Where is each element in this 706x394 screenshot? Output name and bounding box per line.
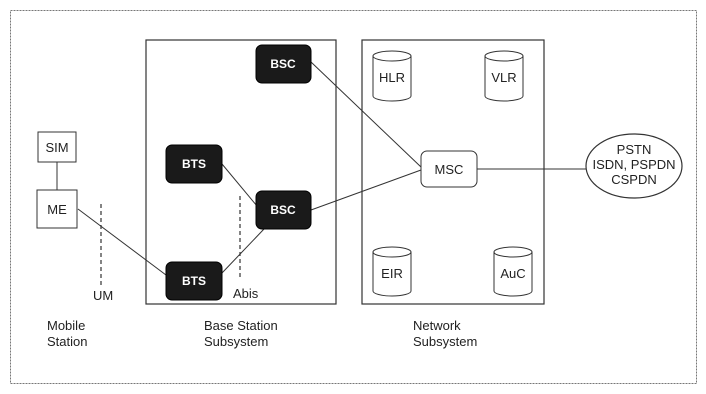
connections bbox=[77, 61, 586, 276]
bsc-lower-label: BSC bbox=[270, 203, 296, 217]
bss-caption-line-2: Subsystem bbox=[204, 334, 268, 349]
link-bsc-msc-upper bbox=[310, 61, 422, 168]
um-label: UM bbox=[93, 288, 113, 303]
link-me-bts bbox=[77, 208, 167, 276]
external-line-3: CSPDN bbox=[611, 172, 657, 187]
sim-box bbox=[37, 131, 77, 163]
vlr-label: VLR bbox=[491, 70, 516, 85]
nss-caption-line-1: Network bbox=[413, 318, 461, 333]
auc-cylinder bbox=[493, 246, 533, 297]
nss-caption-line-2: Subsystem bbox=[413, 334, 477, 349]
hlr-cylinder bbox=[372, 50, 412, 102]
mobile-station-caption-line-2: Station bbox=[47, 334, 87, 349]
diagram-frame bbox=[10, 10, 697, 384]
bsc-lower-box bbox=[255, 190, 312, 230]
me-box bbox=[36, 189, 78, 229]
eir-cylinder bbox=[372, 246, 412, 297]
bsc-upper-box bbox=[255, 44, 312, 84]
bsc-upper-label: BSC bbox=[270, 57, 296, 71]
external-networks-ellipse bbox=[585, 133, 683, 199]
me-label: ME bbox=[47, 202, 67, 217]
vlr-cylinder bbox=[484, 50, 524, 102]
hlr-label: HLR bbox=[379, 70, 405, 85]
external-line-2: ISDN, PSPDN bbox=[592, 157, 675, 172]
link-bts-bsc-upper bbox=[221, 163, 263, 213]
auc-label: AuC bbox=[500, 266, 525, 281]
mobile-station-caption-line-1: Mobile bbox=[47, 318, 85, 333]
bts-lower-box bbox=[165, 261, 223, 301]
network-subsystem-box bbox=[361, 39, 545, 305]
link-bsc-msc-lower bbox=[310, 169, 422, 211]
bts-upper-label: BTS bbox=[182, 157, 206, 171]
link-bts-bsc-lower bbox=[221, 228, 265, 274]
bss-caption-line-1: Base Station bbox=[204, 318, 278, 333]
external-line-1: PSTN bbox=[617, 142, 652, 157]
sim-label: SIM bbox=[45, 140, 68, 155]
msc-label: MSC bbox=[435, 162, 464, 177]
bts-upper-box bbox=[165, 144, 223, 184]
msc-box bbox=[420, 150, 478, 188]
abis-label: Abis bbox=[233, 286, 259, 301]
bts-lower-label: BTS bbox=[182, 274, 206, 288]
eir-label: EIR bbox=[381, 266, 403, 281]
base-station-subsystem-box bbox=[145, 39, 337, 305]
